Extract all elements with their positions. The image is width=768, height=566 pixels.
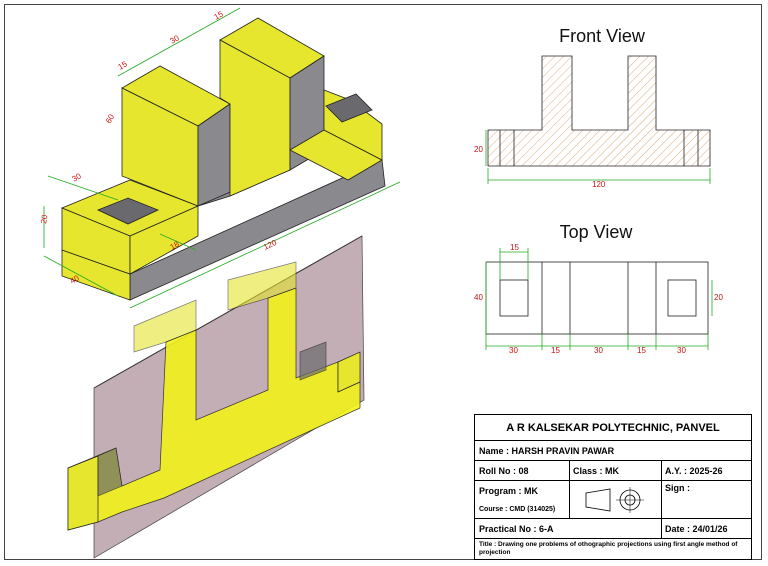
iso-dim-60: 60 <box>104 112 117 125</box>
roll-no: Roll No : 08 <box>479 466 529 476</box>
tv-dim-30-a: 30 <box>509 346 518 355</box>
sheet-border <box>4 4 762 560</box>
student-name: Name : HARSH PRAVIN PAWAR <box>479 446 615 456</box>
tb-course-row: Course : CMD (314025) <box>475 501 751 519</box>
projection-symbol <box>569 481 661 519</box>
tv-dim-20: 20 <box>714 293 723 302</box>
iso-dim-15-b: 15 <box>213 9 226 22</box>
iso-dim-20: 20 <box>39 213 50 224</box>
iso-dim-15: 15 <box>117 59 130 72</box>
tv-dim-15-b: 15 <box>637 346 646 355</box>
program: Program : MK <box>479 486 539 496</box>
date: Date : 24/01/26 <box>661 519 751 538</box>
sign: Sign : <box>661 481 751 519</box>
academic-year: A.Y. : 2025-26 <box>661 461 751 480</box>
front-view-dims <box>485 130 711 184</box>
class: Class : MK <box>569 461 661 480</box>
iso-dim-30-side: 30 <box>71 171 84 184</box>
tb-program-row: Program : MK <box>475 481 751 501</box>
top-view <box>485 261 709 335</box>
tb-name-row: Name : HARSH PRAVIN PAWAR <box>475 441 751 461</box>
tv-dim-15: 15 <box>510 243 519 252</box>
tv-dim-30-c: 30 <box>677 346 686 355</box>
fv-dim-20: 20 <box>474 145 483 154</box>
fv-dim-120: 120 <box>592 180 606 189</box>
projection-model <box>67 235 365 559</box>
front-view <box>487 55 711 167</box>
tb-title-row: Title : Drawing one problems of othograp… <box>475 539 751 559</box>
institute-name: A R KALSEKAR POLYTECHNIC, PANVEL <box>506 422 720 434</box>
top-view-dim-labels: 15 40 20 30 15 30 15 30 <box>474 243 723 355</box>
course: Course : CMD (314025) <box>479 506 556 513</box>
front-view-title: Front View <box>559 26 646 46</box>
tv-dim-30-b: 30 <box>594 346 603 355</box>
tb-institute-row: A R KALSEKAR POLYTECHNIC, PANVEL <box>475 415 751 441</box>
iso-dim-30-top: 30 <box>169 33 182 46</box>
practical-no: Practical No : 6-A <box>479 524 554 534</box>
top-view-title: Top View <box>560 222 634 242</box>
tb-roll-row: Roll No : 08 Class : MK A.Y. : 2025-26 <box>475 461 751 481</box>
tv-dim-15-a: 15 <box>551 346 560 355</box>
top-view-dims <box>485 248 713 350</box>
drawing-title: Title : Drawing one problems of othograp… <box>479 541 738 556</box>
tv-dim-40: 40 <box>474 293 483 302</box>
iso-dimension-lines <box>43 7 401 309</box>
title-block: A R KALSEKAR POLYTECHNIC, PANVEL Name : … <box>474 414 752 560</box>
tb-practical-row: Practical No : 6-A Date : 24/01/26 <box>475 519 751 539</box>
isometric-model <box>60 17 386 301</box>
